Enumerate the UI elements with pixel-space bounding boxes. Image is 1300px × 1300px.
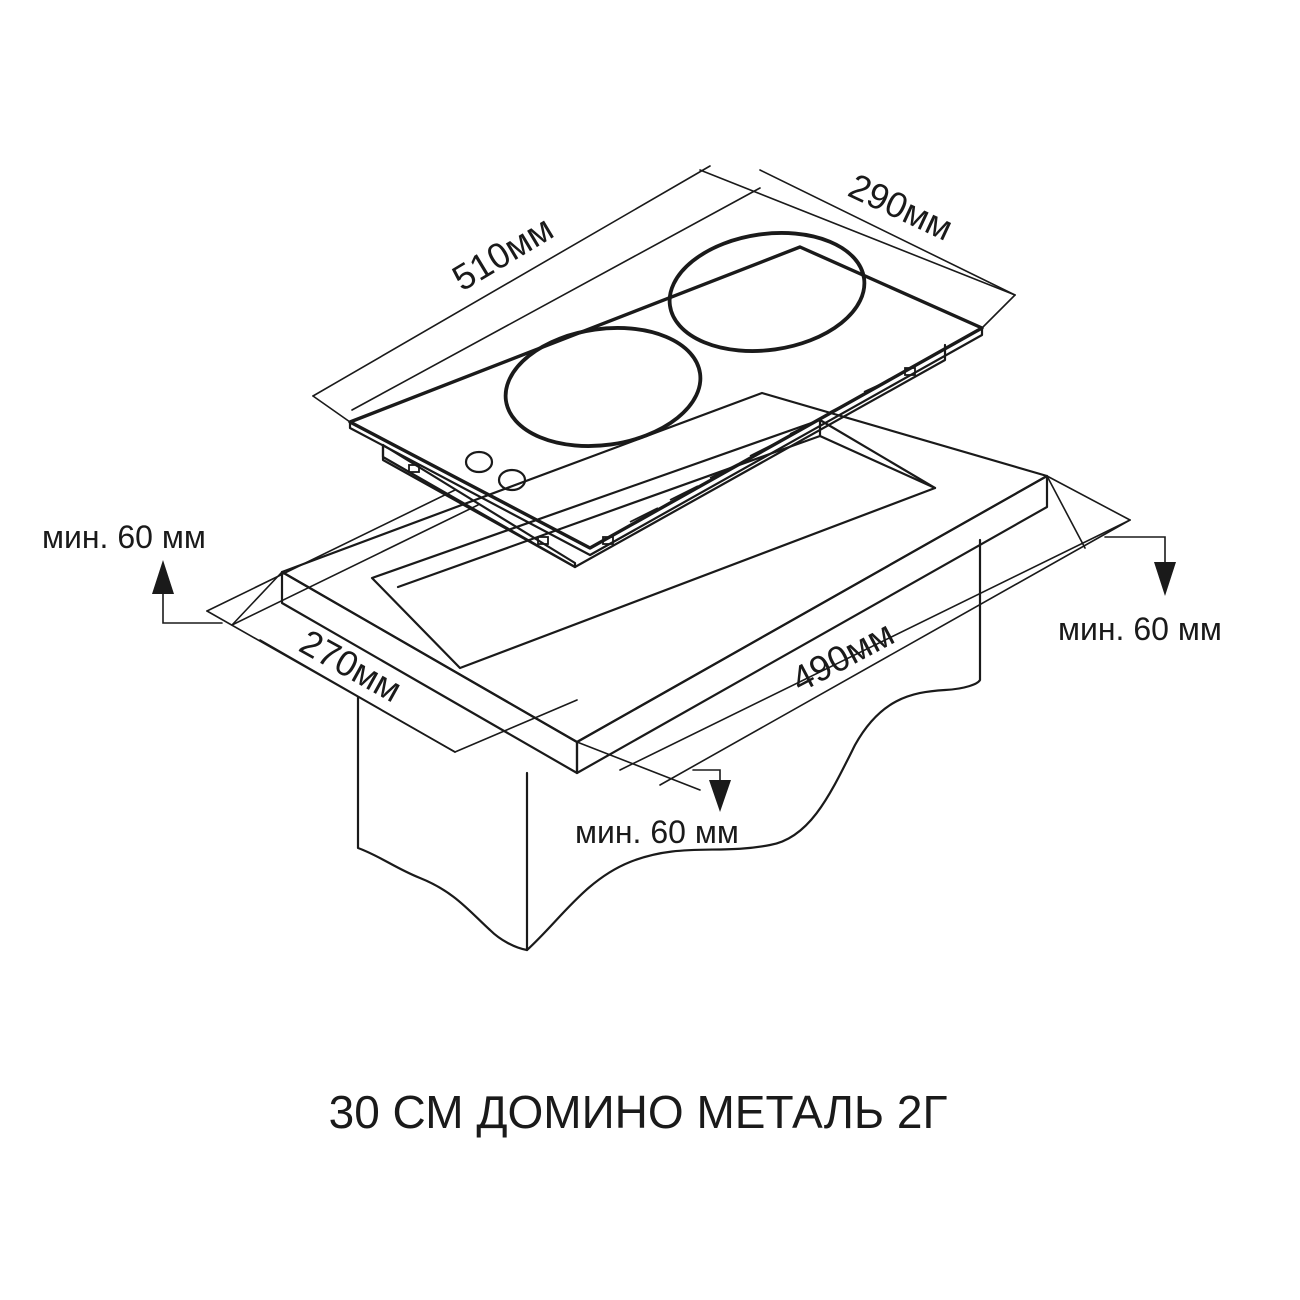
burner-rear — [667, 231, 867, 353]
page-title: 30 СМ ДОМИНО МЕТАЛЬ 2Г — [329, 1086, 948, 1138]
hob — [348, 231, 984, 569]
right-clearance-leader — [1104, 536, 1166, 566]
front-clearance-leader — [692, 769, 721, 783]
hob-glass-plate — [348, 245, 984, 550]
cabinet-front-wall — [525, 538, 982, 952]
countertop-right-edge — [575, 474, 1049, 775]
hob-body-front-lower — [381, 443, 577, 569]
knob-left — [464, 450, 494, 474]
cutout-length-label: 490мм — [785, 612, 901, 700]
arrow-up-icon — [152, 560, 174, 594]
hob-dimension-lines — [312, 165, 1016, 423]
arrow-down-icon — [1154, 562, 1176, 596]
clip — [602, 536, 614, 545]
cabinet-left-side — [356, 695, 529, 952]
knob-right — [497, 468, 527, 492]
hob-glass-bevel — [348, 326, 984, 557]
front-clearance-label: мин. 60 мм — [575, 814, 739, 850]
arrow-down-icon — [709, 780, 731, 812]
clip — [408, 464, 420, 473]
hob-body-front — [381, 443, 577, 569]
right-clearance-label: мин. 60 мм — [1058, 611, 1222, 647]
cutout-dimension-lines — [206, 475, 1131, 791]
hob-length-label: 510мм — [445, 207, 560, 299]
clip — [537, 536, 549, 545]
hob-width-label: 290мм — [843, 165, 960, 248]
clip — [904, 367, 916, 376]
left-clearance-leader — [162, 589, 223, 624]
clearance-arrows — [152, 536, 1176, 812]
vent-slots — [629, 379, 891, 523]
left-clearance-label: мин. 60 мм — [42, 519, 206, 555]
burner-front — [503, 326, 703, 448]
